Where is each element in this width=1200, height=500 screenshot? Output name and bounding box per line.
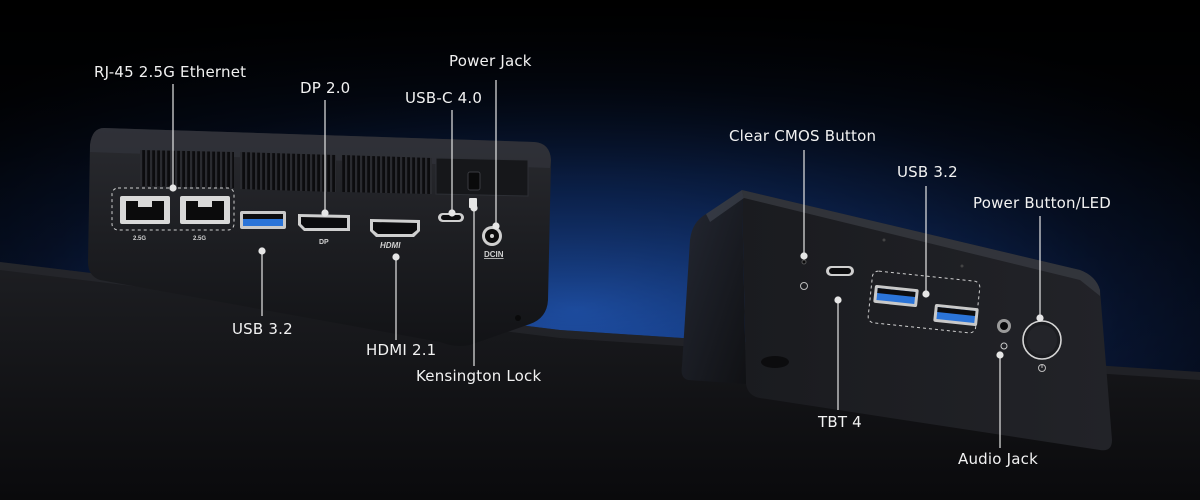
port-marking-lan1: 2.5G: [133, 236, 146, 242]
port-marking-hdmi: HDMI: [380, 241, 401, 250]
dc-jack-icon: [482, 226, 502, 246]
callout-rj45: RJ-45 2.5G Ethernet: [94, 63, 247, 81]
hdmi-port-icon: [370, 219, 420, 237]
kensington-slot-icon: [467, 171, 481, 208]
usb-a-port-icon: [240, 211, 286, 229]
ethernet-port-icon: [180, 196, 230, 224]
callout-clear-cmos: Clear CMOS Button: [729, 127, 877, 145]
callout-lines: [169, 80, 1044, 448]
callout-audio: Audio Jack: [958, 450, 1038, 468]
front-panel-device: [681, 190, 1112, 451]
usb-c-port-icon: [438, 213, 464, 222]
usb-a-port-icon: [933, 303, 979, 327]
audio-jack-icon: [997, 319, 1011, 350]
displayport-icon: [298, 214, 350, 231]
vent-grille: [342, 155, 432, 194]
callout-power-jack: Power Jack: [449, 52, 532, 70]
power-button-icon: [1022, 320, 1062, 372]
rear-panel-device: [88, 128, 551, 346]
port-marking-lan2: 2.5G: [193, 236, 206, 242]
callout-power-button: Power Button/LED: [973, 194, 1112, 212]
vent-grille: [240, 152, 336, 192]
callout-usb32-rear: USB 3.2: [232, 320, 293, 338]
vent-grille: [140, 150, 234, 188]
callout-tbt: TBT 4: [818, 413, 862, 431]
port-marking-dcin: DCIN: [484, 250, 504, 259]
cmos-button-icon: [801, 259, 807, 265]
callout-hdmi: HDMI 2.1: [366, 341, 437, 359]
callout-usb32-front: USB 3.2: [897, 163, 958, 181]
callout-kensington: Kensington Lock: [416, 367, 542, 385]
usb-a-port-icon: [873, 284, 919, 308]
ethernet-port-icon: [120, 196, 170, 224]
callout-usbc: USB-C 4.0: [405, 89, 483, 107]
callout-dp: DP 2.0: [300, 79, 351, 97]
thunderbolt-port-icon: [826, 266, 854, 276]
port-marking-dp: DP: [319, 239, 329, 246]
table-surface: [0, 262, 1200, 500]
